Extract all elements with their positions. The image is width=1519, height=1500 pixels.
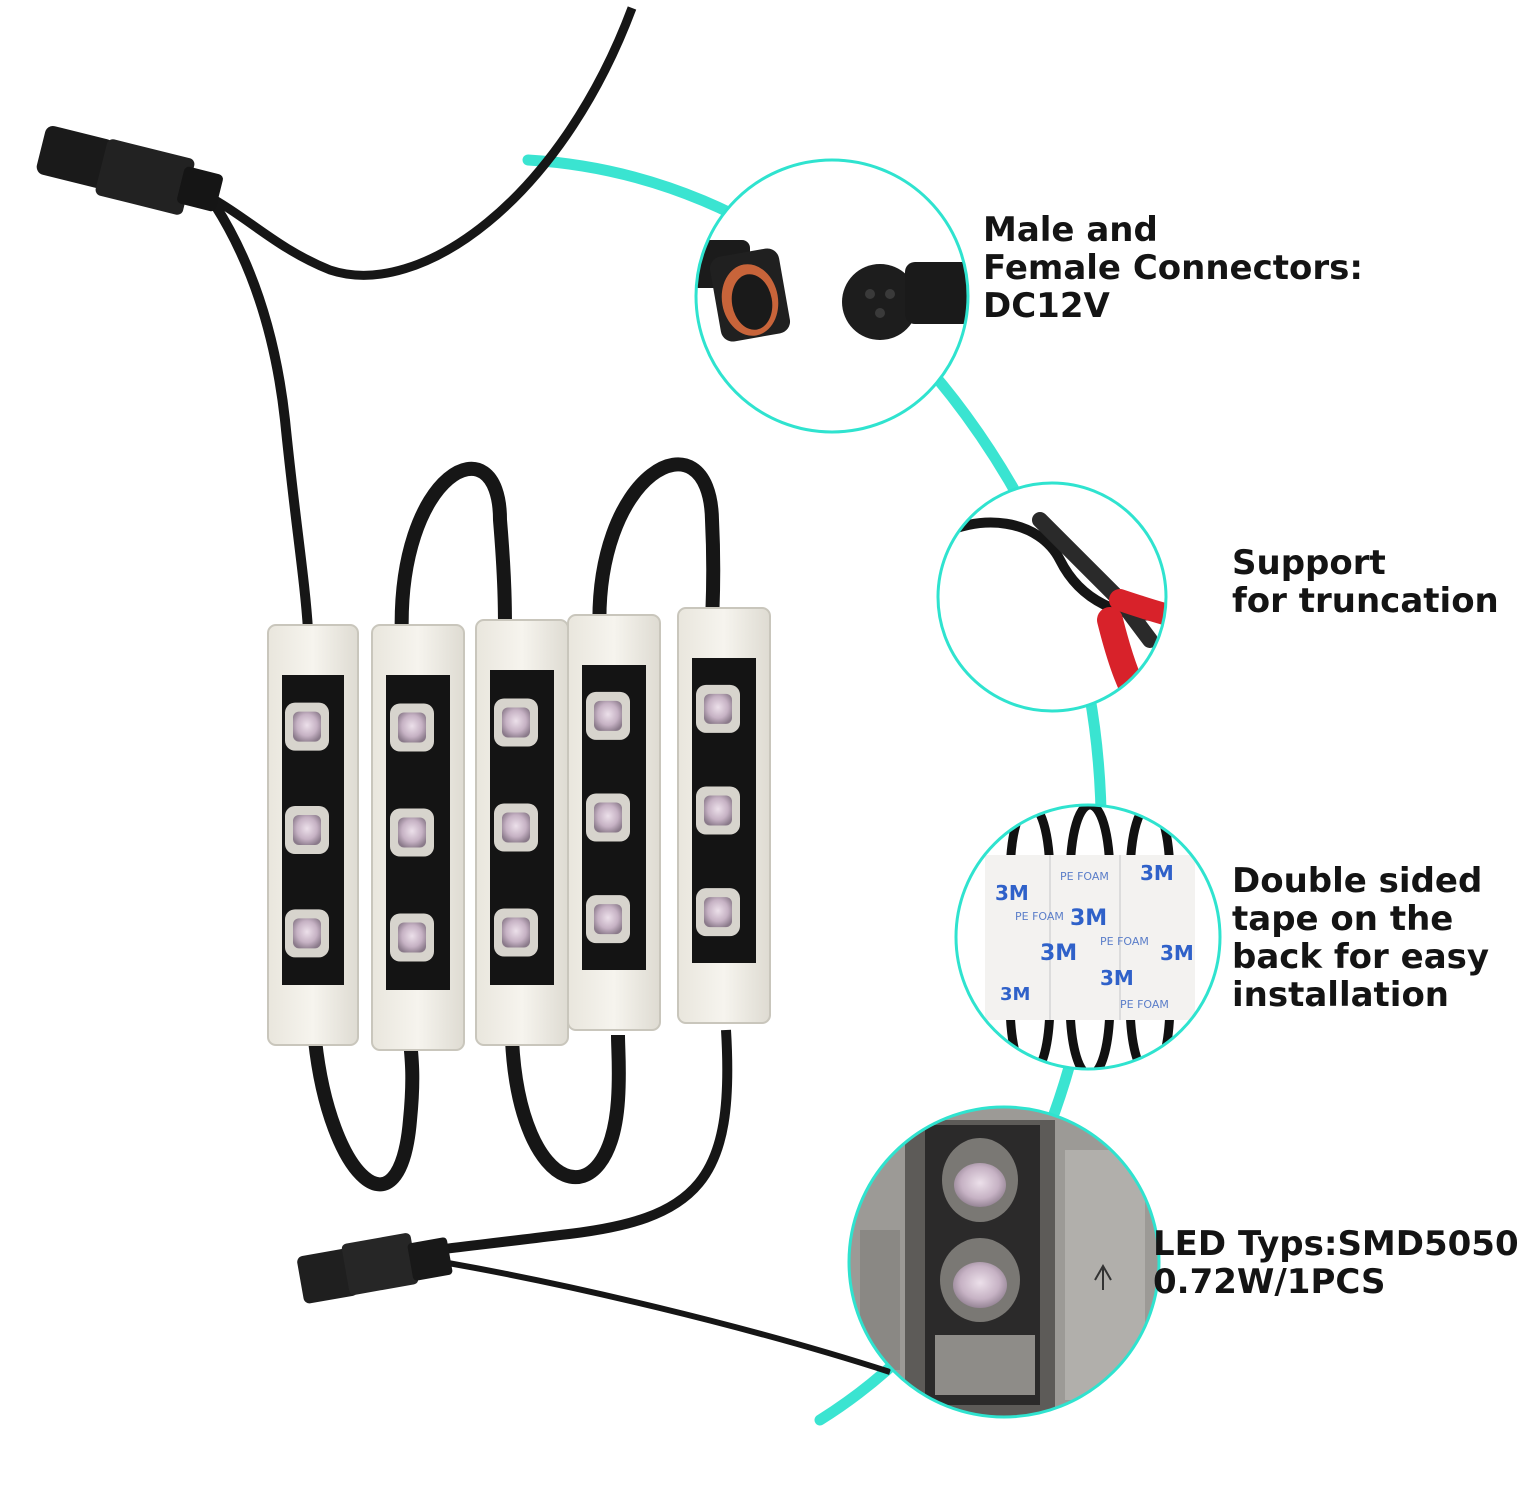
svg-text:3M: 3M — [1140, 861, 1174, 885]
led-module-chain — [36, 6, 891, 1375]
connector-plug-icon — [36, 125, 223, 215]
svg-text:3M: 3M — [1100, 966, 1134, 990]
feature-line: Male and — [983, 210, 1158, 250]
feature-line: back for easy — [1232, 937, 1490, 977]
feature-truncation-text: Support for truncation — [1232, 544, 1499, 620]
double-sided-tape-icon: 3M 3M 3M 3M 3M 3M 3M PE FOAM PE FOAM PE … — [985, 805, 1195, 1069]
top-cable-2 — [210, 202, 313, 631]
svg-text:PE FOAM: PE FOAM — [1015, 910, 1064, 923]
feature-line: DC12V — [983, 286, 1110, 326]
svg-text:PE FOAM: PE FOAM — [1120, 998, 1169, 1011]
led-chip — [293, 918, 321, 949]
led-chip — [502, 812, 530, 843]
svg-text:3M: 3M — [1040, 941, 1077, 966]
feature-line: for truncation — [1232, 581, 1499, 621]
feature-line: installation — [1232, 975, 1450, 1015]
svg-text:PE FOAM: PE FOAM — [1060, 870, 1109, 883]
led-chip — [594, 904, 622, 935]
callout-connectors — [694, 158, 970, 434]
led-chip — [398, 817, 426, 848]
led-chip — [704, 897, 732, 928]
top-cable — [212, 6, 637, 280]
led-chip-icon — [850, 1107, 1159, 1417]
feature-line: LED Typs:SMD5050 — [1153, 1224, 1519, 1264]
led-module — [267, 624, 359, 1046]
led-chip — [594, 700, 622, 731]
led-chip — [293, 711, 321, 742]
feature-line: Support — [1232, 543, 1386, 583]
svg-text:3M: 3M — [1070, 906, 1107, 931]
feature-led-text: LED Typs:SMD5050 0.72W/1PCS — [1153, 1225, 1519, 1301]
led-chip — [704, 795, 732, 826]
feature-line: 0.72W/1PCS — [1153, 1262, 1386, 1302]
svg-text:PE FOAM: PE FOAM — [1100, 935, 1149, 948]
led-module — [567, 614, 661, 1031]
feature-line: Female Connectors: — [983, 248, 1363, 288]
feature-line: Double sided — [1232, 861, 1483, 901]
led-chip — [594, 802, 622, 833]
feature-tape-text: Double sided tape on the back for easy i… — [1232, 862, 1489, 1014]
callout-tape: 3M 3M 3M 3M 3M 3M 3M PE FOAM PE FOAM PE … — [954, 803, 1222, 1071]
feature-line: tape on the — [1232, 899, 1454, 939]
callout-led — [847, 1105, 1161, 1419]
led-chip — [398, 712, 426, 743]
feature-connectors-text: Male and Female Connectors: DC12V — [983, 211, 1363, 325]
led-module — [371, 624, 465, 1051]
led-chip — [502, 707, 530, 738]
led-module — [677, 607, 771, 1024]
led-chip — [704, 693, 732, 724]
led-chip — [398, 922, 426, 953]
svg-text:3M: 3M — [1160, 941, 1194, 965]
callout-truncation — [936, 481, 1168, 713]
svg-text:3M: 3M — [1000, 984, 1030, 1005]
svg-text:3M: 3M — [995, 881, 1029, 905]
led-module — [475, 619, 569, 1046]
led-chip — [293, 815, 321, 845]
led-chip — [502, 917, 530, 948]
